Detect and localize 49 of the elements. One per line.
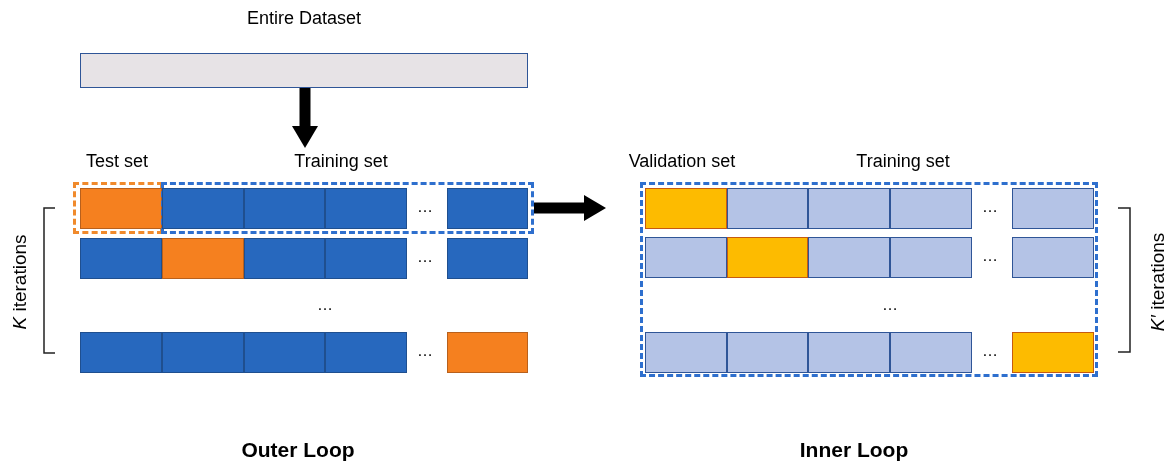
fold-cell — [447, 188, 528, 229]
fold-cell — [244, 238, 325, 279]
loop-title: Inner Loop — [798, 437, 910, 463]
fold-cell — [80, 238, 162, 279]
loop-title: Outer Loop — [240, 437, 356, 463]
fold-cell — [727, 332, 808, 373]
fold-cell — [325, 238, 407, 279]
fold-cell — [1012, 332, 1094, 373]
ellipsis: … — [416, 247, 434, 267]
fold-cell — [244, 332, 325, 373]
fold-cell — [162, 188, 244, 229]
fold-cell — [808, 188, 890, 229]
ellipsis: … — [316, 295, 334, 315]
ellipsis: … — [881, 295, 899, 315]
fold-cell — [645, 188, 727, 229]
fold-cell — [890, 188, 972, 229]
fold-cell — [890, 237, 972, 278]
ellipsis: … — [981, 341, 999, 361]
fold-cell — [162, 238, 244, 279]
fold-cell — [162, 332, 244, 373]
fold-cell — [80, 332, 162, 373]
ellipsis: … — [981, 197, 999, 217]
fold-cell — [1012, 188, 1094, 229]
fold-cell — [447, 332, 528, 373]
fold-cell — [808, 237, 890, 278]
iterations-label: K′ iterations — [1146, 231, 1169, 334]
fold-cell — [244, 188, 325, 229]
fold-cell — [325, 332, 407, 373]
ellipsis: … — [416, 341, 434, 361]
fold-cell — [645, 332, 727, 373]
arrow — [292, 88, 318, 148]
set-label: Validation set — [627, 150, 737, 173]
fold-cell — [727, 188, 808, 229]
fold-cell — [80, 188, 162, 229]
set-label: Training set — [855, 150, 951, 173]
fold-cell — [325, 188, 407, 229]
fold-cell — [727, 237, 808, 278]
set-label: Training set — [293, 150, 389, 173]
ellipsis: … — [981, 246, 999, 266]
fold-cell — [447, 238, 528, 279]
iterations-label: K iterations — [8, 233, 31, 332]
fold-cell — [645, 237, 727, 278]
fold-cell — [1012, 237, 1094, 278]
arrow — [534, 195, 606, 221]
ellipsis: … — [416, 197, 434, 217]
set-label: Test set — [85, 150, 149, 173]
fold-cell — [890, 332, 972, 373]
set-label: Entire Dataset — [245, 7, 363, 30]
fold-cell — [808, 332, 890, 373]
